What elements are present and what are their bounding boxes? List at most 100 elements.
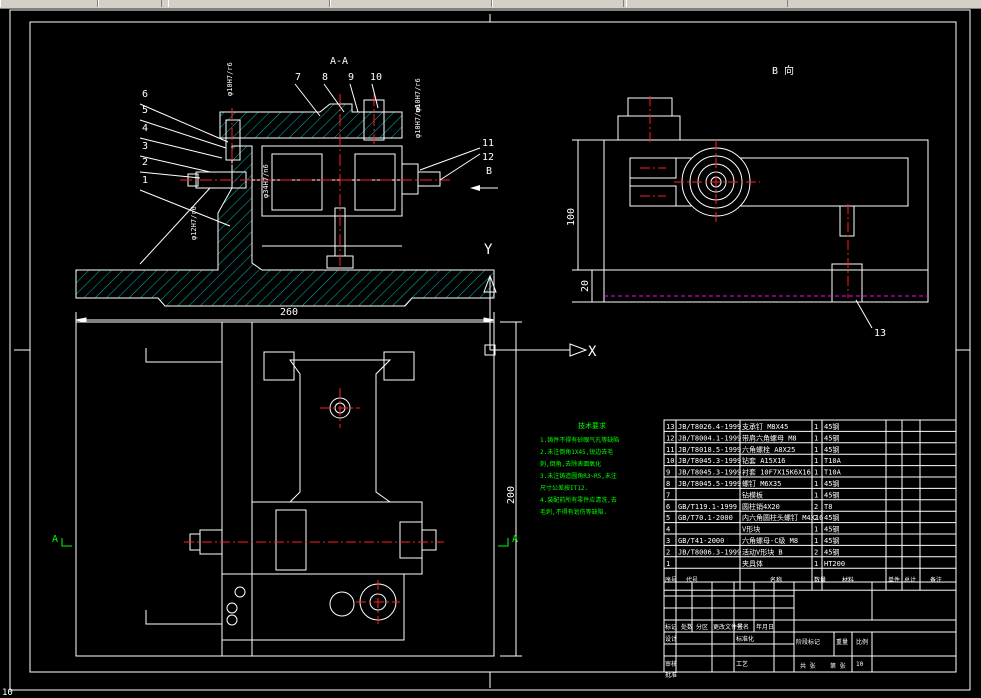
- bom-header-cell: 材料: [842, 576, 854, 584]
- tb-approve: 批准: [665, 671, 677, 679]
- command-line-text: 10: [2, 688, 13, 698]
- bom-code: JB/T8045.3-1999: [678, 469, 741, 477]
- tb-count: 处数: [681, 623, 693, 631]
- toolbar-segment[interactable]: [492, 0, 624, 7]
- app-toolbar-strip: [0, 0, 981, 9]
- balloon-10: 10: [370, 72, 382, 83]
- svg-text:技术要求: 技术要求: [578, 421, 606, 430]
- svg-text:1.铸件不得有砂眼气孔等缺陷: 1.铸件不得有砂眼气孔等缺陷: [540, 436, 619, 444]
- balloon-13: 13: [874, 328, 886, 339]
- bom-code: JB/T8004.1-1999: [678, 434, 741, 442]
- balloon-7: 7: [295, 72, 301, 83]
- tb-stage: 阶段标记: [796, 638, 820, 646]
- bom-material: T8: [824, 503, 832, 511]
- bom-no: 12: [666, 434, 674, 442]
- bom-header-cell: 名称: [770, 576, 782, 584]
- bom-no: 10: [666, 457, 674, 465]
- dimension-100-text: 100: [566, 208, 577, 226]
- bom-material: 45钢: [824, 536, 839, 545]
- balloon-8: 8: [322, 72, 328, 83]
- bom-no: 11: [666, 446, 674, 454]
- toolbar-segment[interactable]: [0, 0, 98, 7]
- dimension-260-text: 260: [280, 307, 298, 318]
- fixture-body-section: [75, 145, 495, 307]
- bom-name: 内六角圆柱头螺钉 M4X16: [742, 513, 823, 522]
- fit-annotation: φ12H7/r6: [190, 206, 198, 240]
- bom-header-cell: 序号: [665, 576, 677, 584]
- bom-code: JB/T8006.3-1999: [678, 548, 741, 556]
- balloon-11: 11: [482, 138, 494, 149]
- bom-name: 六角螺栓 A8X25: [742, 445, 795, 454]
- bom-qty: 1: [814, 457, 818, 465]
- bom-code: GB/T41-2000: [678, 537, 724, 545]
- bom-name: 六角螺母-C级 M8: [742, 536, 798, 545]
- tb-review: 审核: [665, 660, 677, 668]
- bom-qty: 1: [814, 446, 818, 454]
- fit-annotation: φ34H7/n6: [262, 164, 270, 198]
- hex-nut: [401, 163, 419, 195]
- bom-no: 3: [666, 537, 670, 545]
- bom-qty: 1: [814, 560, 818, 568]
- svg-text:3.未注铸造圆角R3~R5,未注: 3.未注铸造圆角R3~R5,未注: [540, 472, 617, 480]
- bom-material: 45钢: [824, 422, 839, 431]
- bom-qty: 2: [814, 548, 818, 556]
- balloon-2: 2: [142, 157, 148, 168]
- axis-y-label: Y: [484, 242, 493, 258]
- svg-text:尺寸公差按IT12.: 尺寸公差按IT12.: [540, 484, 588, 492]
- bom-header-cell: 总计: [904, 576, 916, 584]
- dowel-pin: [225, 119, 241, 161]
- bom-material: 45钢: [824, 490, 839, 499]
- bom-name: 活动V形块 B: [742, 547, 783, 556]
- toolbar-segment[interactable]: [168, 0, 330, 7]
- title-block: [663, 581, 957, 673]
- bom-material: T10A: [824, 469, 842, 477]
- bom-no: 6: [666, 503, 670, 511]
- toolbar-segment[interactable]: [330, 0, 492, 7]
- bom-qty: 1: [814, 423, 818, 431]
- top-view: 200 A A: [52, 321, 522, 657]
- workpiece-section: [261, 145, 403, 217]
- sheet-border: [9, 9, 971, 691]
- bom-code: JB/T8018.5-1999: [678, 446, 741, 454]
- bom-qty: 1: [814, 469, 818, 477]
- bom-qty: 1: [814, 537, 818, 545]
- dimension-20-text: 20: [580, 280, 591, 292]
- svg-text:2.未注倒角1X45,锐边去毛: 2.未注倒角1X45,锐边去毛: [540, 448, 613, 456]
- tb-weight: 重量: [836, 638, 848, 646]
- bom-name: 带肩六角螺母 M8: [742, 433, 797, 442]
- bom-code: GB/T70.1-2000: [678, 514, 733, 522]
- tb-sheet-total: 共 张: [800, 662, 816, 670]
- tb-mark: 标记: [665, 623, 677, 631]
- tb-zone: 分区: [696, 623, 708, 631]
- bom-name: 钻套 A15X16: [742, 456, 786, 465]
- bom-name: 衬套 10F7X15K6X16: [742, 468, 811, 477]
- tb-standard: 标准化: [736, 635, 754, 643]
- bom-material: 45钢: [824, 547, 839, 556]
- svg-text:毛刺,不得有划伤等缺陷.: 毛刺,不得有划伤等缺陷.: [540, 508, 607, 516]
- bom-name: 钻模板: [742, 490, 763, 499]
- view-b-label: B 向: [772, 64, 794, 77]
- bom-header-cell: 单件: [888, 576, 900, 584]
- view-b: B 向 13 100: [566, 64, 929, 339]
- toolbar-segment[interactable]: [626, 0, 788, 7]
- bom-header-cell: 代号: [686, 576, 698, 584]
- fit-annotation: φ10H7/n6: [414, 104, 422, 138]
- cad-drawing-canvas[interactable]: A-A: [0, 8, 981, 698]
- bom-material: T10A: [824, 457, 842, 465]
- toolbar-segment[interactable]: [98, 0, 162, 7]
- balloon-1: 1: [142, 175, 148, 186]
- bom-qty: 1: [814, 526, 818, 534]
- bom-code: JB/T8045.5-1999: [678, 480, 741, 488]
- dimension-200-text: 200: [506, 486, 517, 504]
- svg-text:B: B: [486, 166, 492, 177]
- bom-no: 9: [666, 469, 670, 477]
- tb-sheet-no: 第 张: [830, 662, 846, 670]
- tb-process: 工艺: [736, 660, 748, 668]
- bom-no: 8: [666, 480, 670, 488]
- bom-no: 2: [666, 548, 670, 556]
- bom-qty: 2: [814, 503, 818, 511]
- bom-no: 5: [666, 514, 670, 522]
- section-marker-a-left: A: [52, 534, 58, 545]
- bom-qty: 2: [814, 514, 818, 522]
